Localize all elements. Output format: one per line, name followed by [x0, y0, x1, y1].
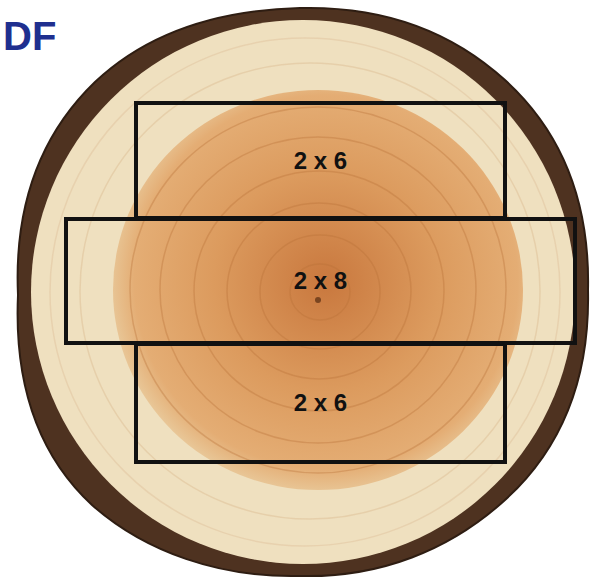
growth-rings [50, 38, 560, 546]
sapwood [31, 20, 575, 564]
board-size: 2 x 6 [294, 389, 347, 417]
board-size: 2 x 6 [294, 147, 347, 175]
bark [18, 8, 589, 576]
lumber-cut-box: 2 x 8 [64, 217, 577, 345]
title-fragment: DF [3, 14, 56, 59]
pith [315, 297, 321, 303]
board-size: 2 x 8 [294, 267, 347, 295]
heartwood [113, 90, 523, 490]
lumber-cut-box: 2 x 6 [134, 342, 507, 464]
lumber-cut-box: 2 x 6 [134, 101, 507, 220]
